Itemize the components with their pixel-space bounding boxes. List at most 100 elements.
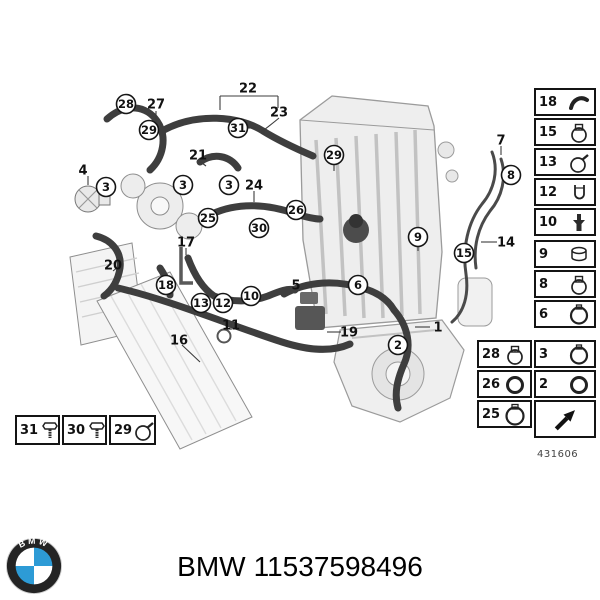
- legend-label: 9: [539, 246, 549, 262]
- legend-label: 18: [539, 94, 558, 110]
- svg-text:15: 15: [456, 246, 472, 260]
- legend-box-31: 31: [15, 415, 60, 445]
- legend-label: 13: [539, 154, 558, 170]
- callout-24: 24: [245, 179, 263, 194]
- svg-text:12: 12: [215, 296, 231, 310]
- callout-22: 22: [239, 82, 257, 97]
- callout-circled-18: 18: [155, 274, 177, 296]
- legend-box-18: 18: [534, 88, 596, 116]
- legend-label: 15: [539, 124, 558, 140]
- legend-label: 6: [539, 306, 549, 322]
- callout-circled-3: 3: [172, 174, 194, 196]
- legend-box-9: 9: [534, 240, 596, 268]
- callout-5: 5: [291, 279, 300, 294]
- leader-lines: [87, 95, 502, 363]
- water-pump: [74, 173, 203, 240]
- svg-text:19: 19: [340, 326, 358, 341]
- svg-text:20: 20: [104, 259, 122, 274]
- callout-27: 27: [147, 98, 165, 113]
- callout-19: 19: [340, 326, 358, 341]
- callout-circled-12: 12: [212, 292, 234, 314]
- svg-text:5: 5: [291, 279, 300, 294]
- legend-box-13: 13: [534, 148, 596, 176]
- callout-circled-29: 29: [323, 144, 345, 166]
- ring-clamp-icon: [567, 303, 591, 326]
- callout-circled-31: 31: [227, 117, 249, 139]
- diagram-canvas: 2829313332925263089151813121062222327214…: [69, 82, 522, 450]
- svg-text:9: 9: [414, 230, 422, 244]
- callout-circled-25: 25: [197, 207, 219, 229]
- clamp-large-icon: [503, 403, 527, 426]
- callout-16: 16: [170, 334, 188, 349]
- legend-label: 25: [482, 406, 501, 422]
- callout-circled-30: 30: [248, 217, 270, 239]
- hose-icon: [567, 91, 591, 114]
- plug-icon: [567, 211, 591, 234]
- svg-text:14: 14: [497, 236, 515, 251]
- svg-text:18: 18: [158, 278, 174, 292]
- legend-box-25: 25: [477, 400, 532, 428]
- legend-box-28: 28: [477, 340, 532, 368]
- clip-icon: [567, 181, 591, 204]
- svg-text:13: 13: [193, 296, 209, 310]
- clamp-screw-icon: [132, 419, 156, 442]
- svg-text:22: 22: [239, 82, 257, 97]
- bmw-logo: BMW: [5, 536, 63, 595]
- svg-text:4: 4: [78, 164, 87, 179]
- callout-20: 20: [104, 259, 122, 274]
- svg-text:16: 16: [170, 334, 188, 349]
- svg-text:24: 24: [245, 179, 263, 194]
- legend-box-26: 26: [477, 370, 532, 398]
- legend-box-10: 10: [534, 208, 596, 236]
- arrow-icon: [550, 405, 580, 434]
- callout-circled-3: 3: [218, 174, 240, 196]
- callout-7: 7: [496, 134, 505, 149]
- svg-text:3: 3: [225, 178, 233, 192]
- svg-text:25: 25: [200, 211, 216, 225]
- svg-text:31: 31: [230, 121, 246, 135]
- callout-14: 14: [497, 236, 515, 251]
- bolt-icon: [38, 419, 62, 442]
- callout-21: 21: [189, 149, 207, 164]
- legend-box-3: 3: [534, 340, 596, 368]
- legend-label: 28: [482, 346, 501, 362]
- clamp-screw-icon: [567, 151, 591, 174]
- svg-text:2: 2: [394, 338, 402, 352]
- svg-text:7: 7: [496, 134, 505, 149]
- legend-box-8: 8: [534, 270, 596, 298]
- diagram-id: 431606: [537, 449, 579, 460]
- legend-box-29: 29: [109, 415, 156, 445]
- legend-label: 12: [539, 184, 558, 200]
- cap-icon: [567, 243, 591, 266]
- svg-text:11: 11: [222, 319, 240, 334]
- bmw-roundel-icon: BMW: [5, 536, 63, 595]
- legend-label: 29: [114, 422, 133, 438]
- legend-box-15: 15: [534, 118, 596, 146]
- svg-text:26: 26: [288, 203, 304, 217]
- svg-text:BMW: BMW: [17, 537, 51, 550]
- svg-text:28: 28: [118, 97, 134, 111]
- legend-box-2: 2: [534, 370, 596, 398]
- callout-11: 11: [222, 319, 240, 334]
- svg-text:8: 8: [507, 168, 515, 182]
- legend-label: 31: [20, 422, 39, 438]
- callout-23: 23: [270, 106, 288, 121]
- callout-circled-9: 9: [407, 226, 429, 248]
- leader-dot: [260, 129, 266, 135]
- callout-circled-28: 28: [115, 93, 137, 115]
- callout-4: 4: [78, 164, 87, 179]
- legend-label: 2: [539, 376, 549, 392]
- callout-circled-2: 2: [387, 334, 409, 356]
- callout-circled-10: 10: [240, 285, 262, 307]
- callout-circled-8: 8: [500, 164, 522, 186]
- callout-circled-6: 6: [347, 274, 369, 296]
- callout-circled-13: 13: [190, 292, 212, 314]
- svg-text:29: 29: [326, 148, 342, 162]
- legend-label: 8: [539, 276, 549, 292]
- legend-label: 26: [482, 376, 501, 392]
- o-ring-icon: [503, 373, 527, 396]
